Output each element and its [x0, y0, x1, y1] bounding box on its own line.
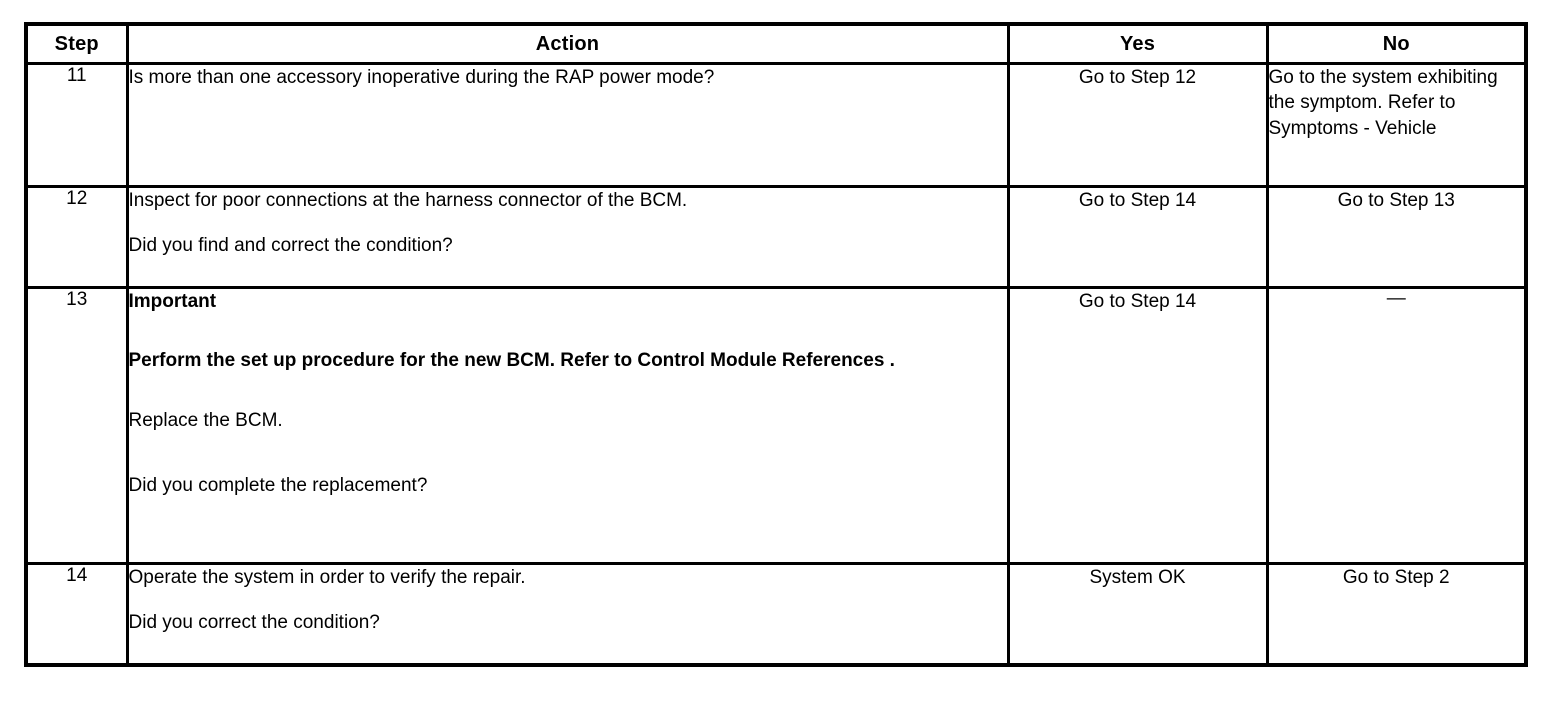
column-header-step: Step [24, 22, 129, 65]
diagnostic-step-table: Step Action Yes No 11 Is more than one a… [24, 22, 1528, 667]
action-line: Inspect for poor connections at the harn… [128, 190, 688, 211]
no-cell: Go to Step 2 [1265, 562, 1528, 667]
spacer [129, 453, 1007, 473]
table-row: 12 Inspect for poor connections at the h… [24, 185, 1528, 289]
no-cell: Go to the system exhibiting the symptom.… [1265, 62, 1528, 188]
yes-cell: Go to Step 12 [1006, 62, 1269, 188]
step-number-cell: 11 [24, 62, 129, 188]
action-line: Perform the set up procedure for the new… [128, 350, 895, 372]
step-number-cell: 12 [24, 185, 129, 289]
action-line: Did you find and correct the condition? [128, 235, 453, 257]
spacer [129, 334, 1007, 348]
diagnostic-table-sheet: Step Action Yes No 11 Is more than one a… [24, 22, 1528, 667]
step-number-cell: 14 [24, 562, 129, 667]
spacer [129, 590, 1007, 610]
spacer [129, 433, 1007, 453]
no-cell: — [1265, 286, 1528, 565]
column-header-no: No [1265, 22, 1528, 65]
column-header-yes: Yes [1006, 22, 1269, 65]
spacer [129, 394, 1007, 408]
spacer [129, 374, 1007, 394]
table-row: 13 Important Perform the set up procedur… [24, 286, 1528, 565]
table-header-row: Step Action Yes No [24, 22, 1528, 65]
action-cell: Important Perform the set up procedure f… [125, 286, 1010, 565]
action-cell: Inspect for poor connections at the harn… [125, 185, 1010, 289]
important-heading: Important [128, 291, 217, 312]
action-line: Operate the system in order to verify th… [128, 567, 526, 588]
yes-cell: Go to Step 14 [1006, 286, 1269, 565]
spacer [129, 314, 1007, 334]
action-cell: Is more than one accessory inoperative d… [125, 62, 1010, 188]
action-line: Is more than one accessory inoperative d… [128, 67, 715, 88]
action-cell: Operate the system in order to verify th… [125, 562, 1010, 667]
step-number-cell: 13 [24, 286, 129, 565]
column-header-action: Action [125, 22, 1010, 65]
no-cell: Go to Step 13 [1265, 185, 1528, 289]
yes-cell: Go to Step 14 [1006, 185, 1269, 289]
action-line: Did you complete the replacement? [128, 475, 428, 497]
spacer [129, 213, 1007, 233]
action-line: Replace the BCM. [128, 409, 283, 431]
table-row: 14 Operate the system in order to verify… [24, 562, 1528, 667]
yes-cell: System OK [1006, 562, 1269, 667]
action-line: Did you correct the condition? [128, 612, 380, 634]
table-row: 11 Is more than one accessory inoperativ… [24, 62, 1528, 188]
